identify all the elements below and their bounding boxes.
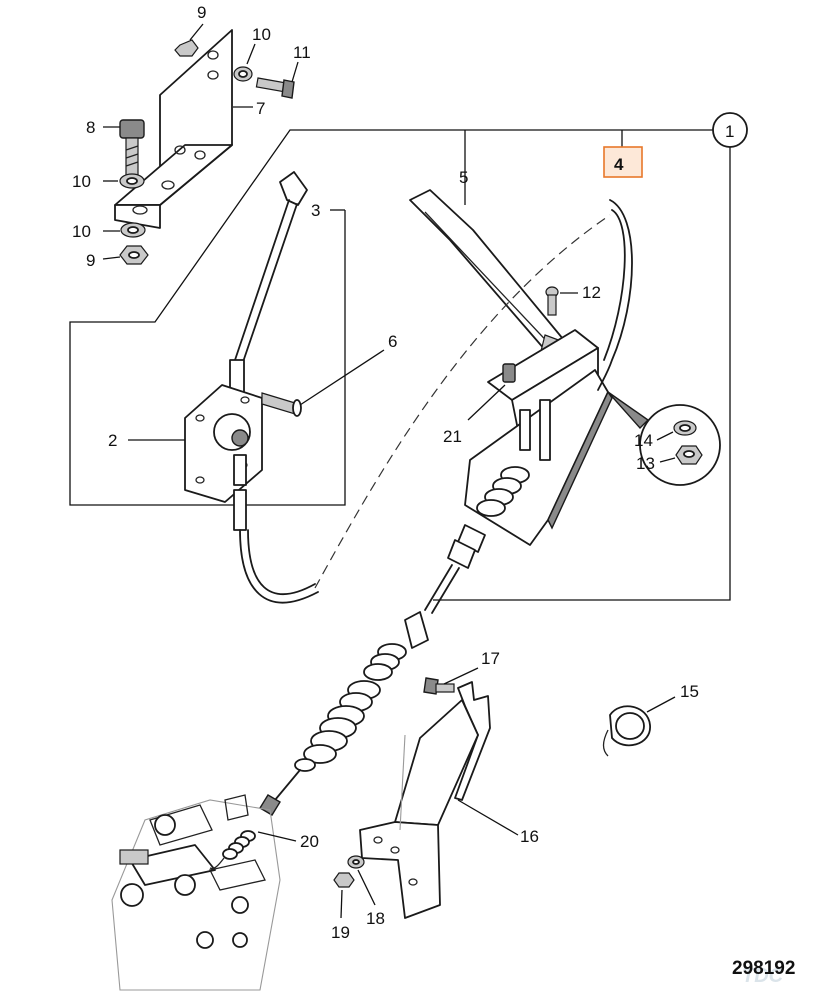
nut-top-9: [174, 39, 199, 57]
cable-end-fitting: [404, 524, 486, 649]
callout-16: 16: [520, 827, 539, 846]
return-spring: [476, 466, 530, 517]
callout-2: 2: [108, 431, 117, 450]
leader-lines: [102, 23, 676, 919]
callout-5: 5: [459, 168, 468, 187]
washer-mid-10: [119, 173, 145, 189]
callout-4: 4: [614, 155, 624, 174]
callout-19: 19: [331, 923, 350, 942]
callout-10-low: 10: [72, 222, 91, 241]
callout-11: 11: [293, 43, 311, 62]
callout-7: 7: [256, 99, 265, 118]
callout-17: 17: [481, 649, 500, 668]
callout-14: 14: [634, 431, 653, 450]
callout-1: 1: [725, 122, 734, 141]
callout-9-low: 9: [86, 251, 95, 270]
nut-low-9: [119, 245, 149, 265]
callout-12: 12: [582, 283, 601, 302]
cable-spring-chain: [259, 643, 407, 816]
callout-8: 8: [86, 118, 95, 137]
screw-6: [261, 392, 302, 417]
hand-throttle-cable: [233, 489, 319, 604]
washer-top-10: [233, 66, 253, 82]
highlight-box-part-4: [603, 146, 643, 178]
callout-13: 13: [636, 454, 655, 473]
screw-12: [545, 286, 559, 316]
lever-mounting-plate: [184, 384, 263, 503]
washer-18: [347, 855, 365, 869]
callout-10-top: 10: [252, 25, 271, 44]
rubber-cap-15: [602, 705, 651, 757]
callout-18: 18: [366, 909, 385, 928]
callout-3: 3: [311, 201, 320, 220]
fastener-detail-13-14: [607, 391, 721, 486]
callout-10-mid: 10: [72, 172, 91, 191]
mounting-bracket: [114, 29, 233, 229]
footer-marks: TDC 298192: [732, 958, 795, 987]
tension-spring-20: [209, 830, 256, 870]
nut-19: [333, 872, 355, 888]
cable-support-bracket: [359, 681, 491, 919]
foot-pedal: [409, 189, 573, 366]
bolt-17: [423, 677, 455, 695]
callout-21: 21: [443, 427, 462, 446]
assembly-outline-lever: [69, 129, 715, 506]
diagram-reference-number: 298192: [732, 958, 795, 979]
bolt-11: [255, 77, 295, 99]
callout-6: 6: [388, 332, 397, 351]
callout-circle-1: [712, 112, 748, 148]
accelerator-cable: [314, 199, 633, 589]
washer-low-10: [120, 222, 146, 238]
engine-pump-fragment: [111, 794, 281, 991]
callout-15: 15: [680, 682, 699, 701]
hand-lever: [229, 171, 308, 396]
callout-20: 20: [300, 832, 319, 851]
callout-labels: 9 10 11 8 7 10 3 10 9 5 1 4 12 6 21 2 14…: [72, 3, 734, 942]
callout-9-top: 9: [197, 3, 206, 22]
watermark-logo: TDC: [742, 965, 784, 987]
